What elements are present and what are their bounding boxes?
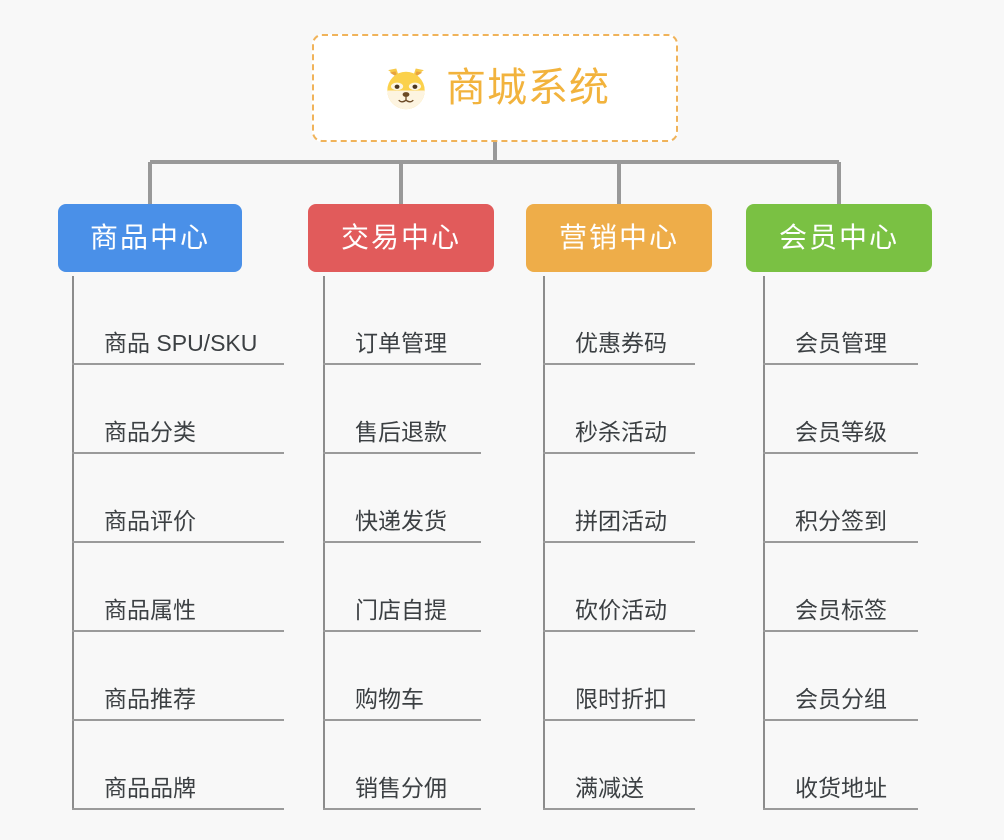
category-header-label: 交易中心 — [340, 222, 461, 253]
leaf-column-2: 订单管理售后退款快递发货门店自提购物车销售分佣 — [323, 276, 491, 810]
leaf-item-label: 限时折扣 — [575, 686, 667, 712]
leaf-item-label: 快递发货 — [355, 508, 447, 534]
root-node-title: 商城系统 — [446, 66, 610, 110]
leaf-item[interactable]: 会员管理 — [763, 276, 918, 365]
leaf-item-label: 商品品牌 — [104, 775, 196, 801]
leaf-item[interactable]: 商品推荐 — [72, 632, 284, 721]
leaf-item-label: 满减送 — [575, 775, 644, 801]
leaf-item[interactable]: 会员等级 — [763, 365, 918, 454]
leaf-item[interactable]: 门店自提 — [323, 543, 481, 632]
leaf-item[interactable]: 商品分类 — [72, 365, 284, 454]
leaf-item[interactable]: 商品属性 — [72, 543, 284, 632]
leaf-item[interactable]: 订单管理 — [323, 276, 481, 365]
leaf-item[interactable]: 商品 SPU/SKU — [72, 276, 284, 365]
leaf-item-label: 销售分佣 — [355, 775, 447, 801]
leaf-item-label: 收货地址 — [795, 775, 887, 801]
category-header-label: 商品中心 — [89, 222, 210, 253]
leaf-item[interactable]: 满减送 — [543, 721, 695, 810]
leaf-item-label: 优惠券码 — [575, 330, 667, 356]
leaf-item[interactable]: 售后退款 — [323, 365, 481, 454]
category-header-1[interactable]: 商品中心 — [58, 204, 242, 272]
column-spine — [763, 276, 765, 810]
leaf-item-label: 会员等级 — [795, 419, 887, 445]
leaf-item-label: 积分签到 — [795, 508, 887, 534]
category-header-label: 营销中心 — [558, 222, 679, 253]
leaf-item[interactable]: 商品品牌 — [72, 721, 284, 810]
shiba-dog-face-icon — [387, 68, 425, 110]
leaf-item-label: 商品 SPU/SKU — [104, 330, 258, 356]
root-node[interactable]: 商城系统 — [312, 34, 678, 142]
category-header-4[interactable]: 会员中心 — [746, 204, 932, 272]
leaf-item[interactable]: 快递发货 — [323, 454, 481, 543]
leaf-item[interactable]: 秒杀活动 — [543, 365, 695, 454]
leaf-item-label: 拼团活动 — [575, 508, 667, 534]
leaf-item[interactable]: 砍价活动 — [543, 543, 695, 632]
leaf-item[interactable]: 销售分佣 — [323, 721, 481, 810]
column-spine — [543, 276, 545, 810]
column-spine — [72, 276, 74, 810]
leaf-column-1: 商品 SPU/SKU 商品分类商品评价商品属性商品推荐商品品牌 — [72, 276, 294, 810]
leaf-item[interactable]: 商品评价 — [72, 454, 284, 543]
leaf-item-label: 售后退款 — [355, 419, 447, 445]
leaf-item-label: 商品评价 — [104, 508, 196, 534]
leaf-item-label: 秒杀活动 — [575, 419, 667, 445]
leaf-item-label: 会员标签 — [795, 597, 887, 623]
leaf-item-label: 门店自提 — [355, 597, 447, 623]
leaf-item[interactable]: 会员标签 — [763, 543, 918, 632]
leaf-item-label: 订单管理 — [355, 330, 447, 356]
root-node-content: 商城系统 — [380, 62, 610, 114]
leaf-item-label: 购物车 — [355, 686, 424, 712]
leaf-column-3: 优惠券码秒杀活动拼团活动砍价活动限时折扣满减送 — [543, 276, 705, 810]
leaf-column-4: 会员管理会员等级积分签到会员标签会员分组收货地址 — [763, 276, 928, 810]
leaf-item[interactable]: 收货地址 — [763, 721, 918, 810]
leaf-item-label: 会员管理 — [795, 330, 887, 356]
column-spine — [323, 276, 325, 810]
leaf-item-label: 砍价活动 — [575, 597, 667, 623]
leaf-item[interactable]: 会员分组 — [763, 632, 918, 721]
leaf-item-label: 商品分类 — [104, 419, 196, 445]
leaf-item[interactable]: 限时折扣 — [543, 632, 695, 721]
leaf-item[interactable]: 购物车 — [323, 632, 481, 721]
leaf-item-label: 商品推荐 — [104, 686, 196, 712]
category-header-2[interactable]: 交易中心 — [308, 204, 494, 272]
leaf-item-label: 商品属性 — [104, 597, 196, 623]
leaf-item[interactable]: 优惠券码 — [543, 276, 695, 365]
leaf-item[interactable]: 积分签到 — [763, 454, 918, 543]
leaf-item[interactable]: 拼团活动 — [543, 454, 695, 543]
category-header-3[interactable]: 营销中心 — [526, 204, 712, 272]
category-header-label: 会员中心 — [778, 222, 899, 253]
leaf-item-label: 会员分组 — [795, 686, 887, 712]
